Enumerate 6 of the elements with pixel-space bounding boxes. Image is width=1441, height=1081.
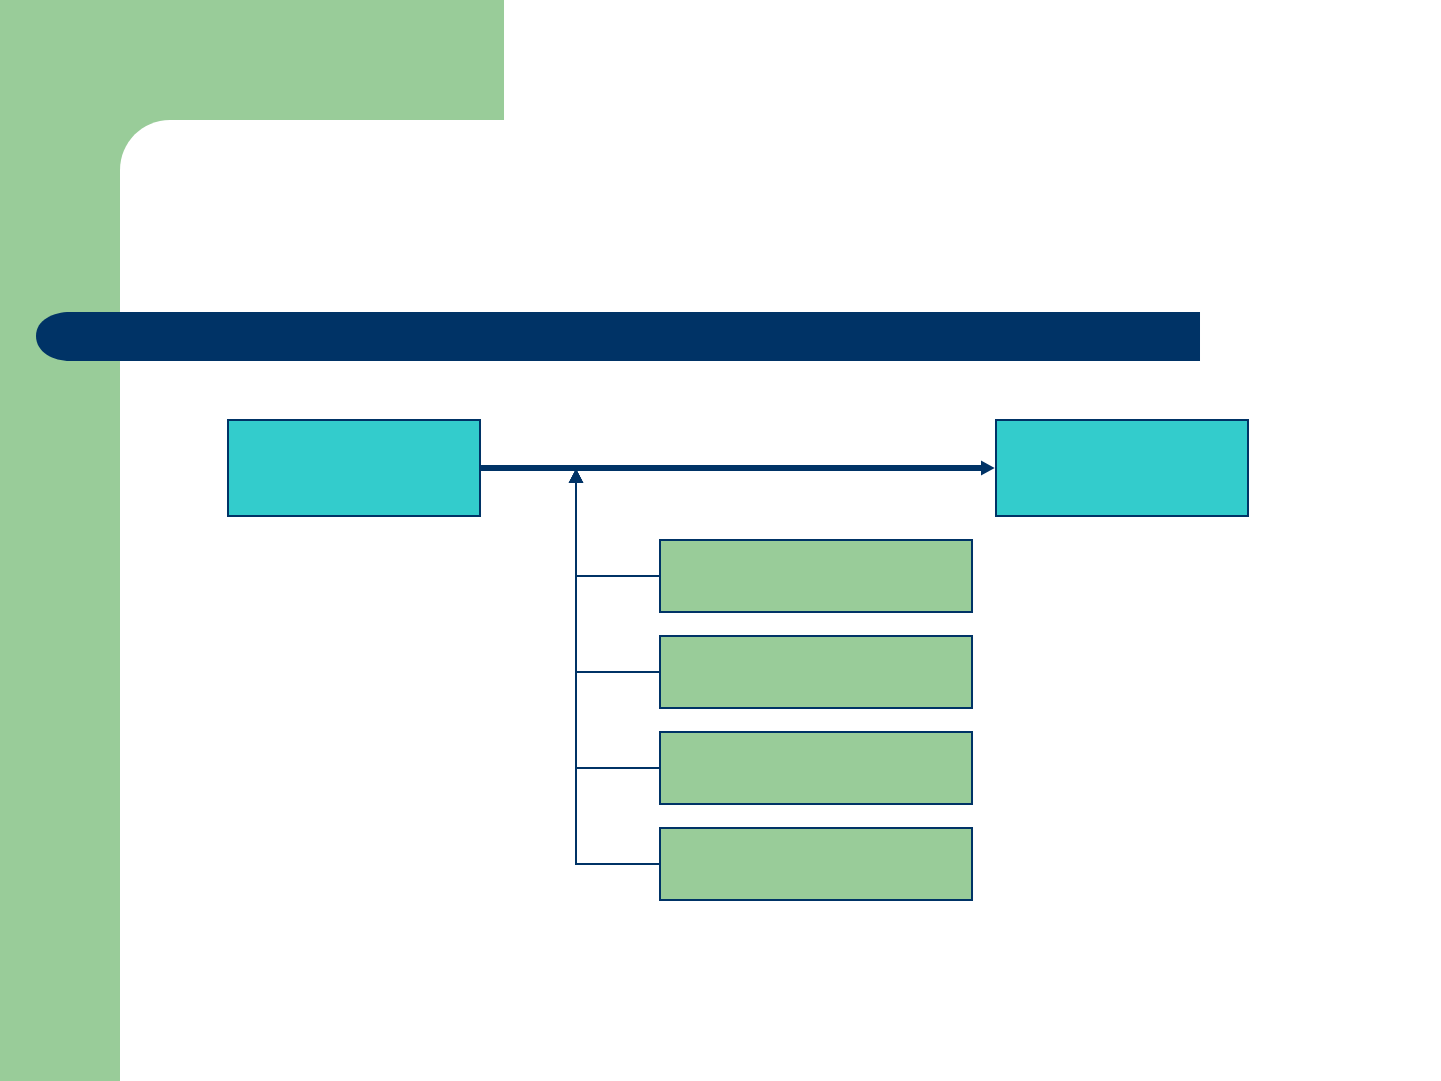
process-box: [659, 827, 973, 901]
process-box: [995, 419, 1249, 517]
process-box: [227, 419, 481, 517]
process-box: [659, 731, 973, 805]
process-box: [659, 539, 973, 613]
process-box: [659, 635, 973, 709]
